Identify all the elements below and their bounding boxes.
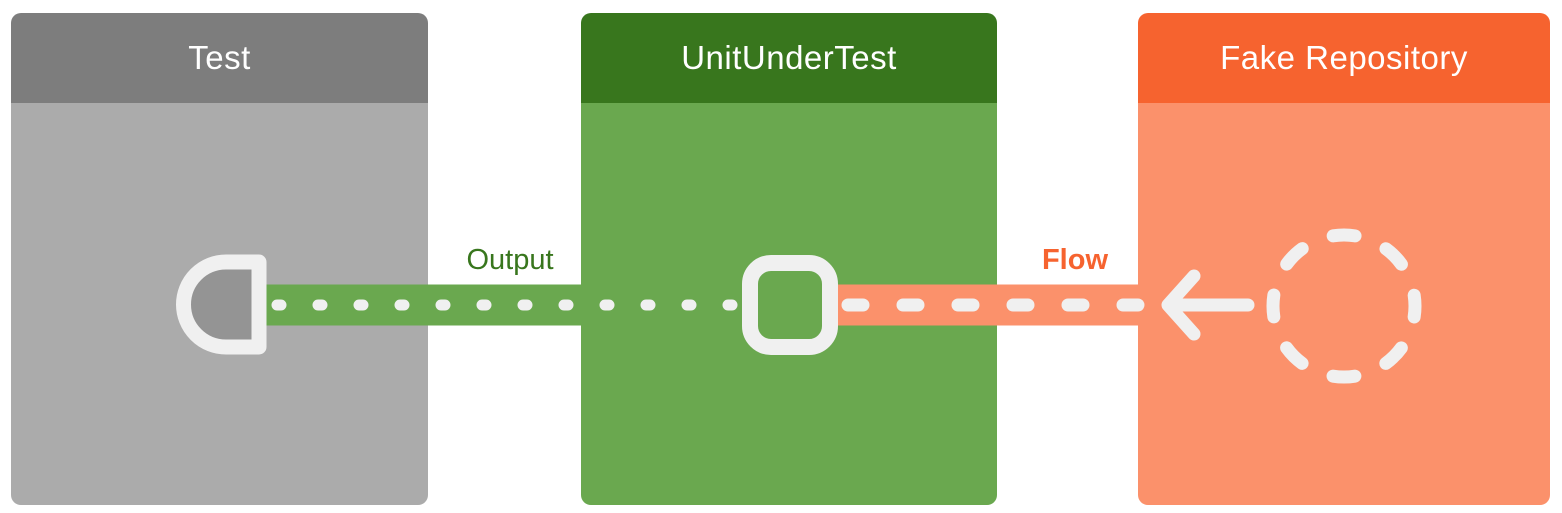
node-test-title: Test bbox=[188, 39, 251, 76]
node-fake-repository-header: Fake Repository bbox=[1138, 13, 1550, 103]
node-unit-under-test-title: UnitUnderTest bbox=[681, 39, 897, 76]
node-fake-repository-body bbox=[1138, 103, 1550, 505]
node-test-body bbox=[11, 103, 428, 505]
output-label: Output bbox=[466, 244, 554, 276]
node-unit-under-test: UnitUnderTest bbox=[581, 13, 997, 505]
node-unit-under-test-header: UnitUnderTest bbox=[581, 13, 997, 103]
node-test-header: Test bbox=[11, 13, 428, 103]
node-unit-under-test-body bbox=[581, 103, 997, 505]
node-test: Test bbox=[11, 13, 428, 505]
flow-label: Flow bbox=[1041, 244, 1109, 276]
node-fake-repository-title: Fake Repository bbox=[1220, 39, 1468, 76]
node-fake-repository: Fake Repository bbox=[1138, 13, 1550, 505]
